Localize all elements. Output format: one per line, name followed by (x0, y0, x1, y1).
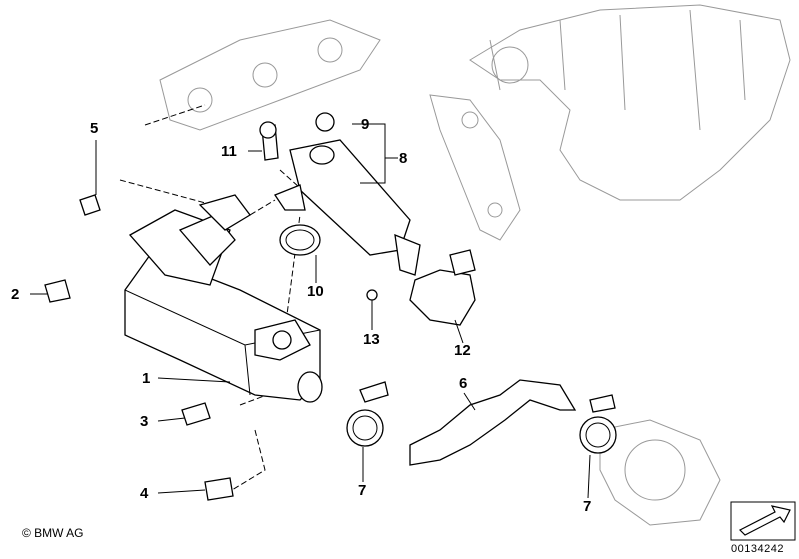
bolts (44, 112, 378, 501)
label-7a: 7 (358, 482, 367, 499)
label-1: 1 (142, 370, 151, 387)
label-4: 4 (140, 485, 149, 502)
hose-clamp (579, 416, 617, 454)
label-10: 10 (307, 283, 324, 300)
egr-valve (274, 139, 421, 276)
document-number: 00134242 (731, 543, 784, 555)
leader-lines (30, 123, 591, 499)
egr-cooler (124, 194, 323, 403)
label-5: 5 (90, 120, 99, 137)
egr-pipe (409, 379, 577, 466)
engine-block (159, 4, 791, 526)
label-13: 13 (363, 331, 380, 348)
label-2: 2 (11, 286, 20, 303)
orientation-arrow-icon (730, 501, 796, 541)
clamp (409, 269, 476, 326)
label-7b: 7 (583, 498, 592, 515)
label-9: 9 (361, 116, 370, 133)
label-12: 12 (454, 342, 471, 359)
label-8: 8 (399, 150, 408, 167)
label-11: 11 (221, 143, 237, 160)
label-6: 6 (459, 375, 468, 392)
hose-clamp (346, 409, 384, 447)
copyright: © BMW AG (22, 526, 84, 540)
label-3: 3 (140, 413, 149, 430)
